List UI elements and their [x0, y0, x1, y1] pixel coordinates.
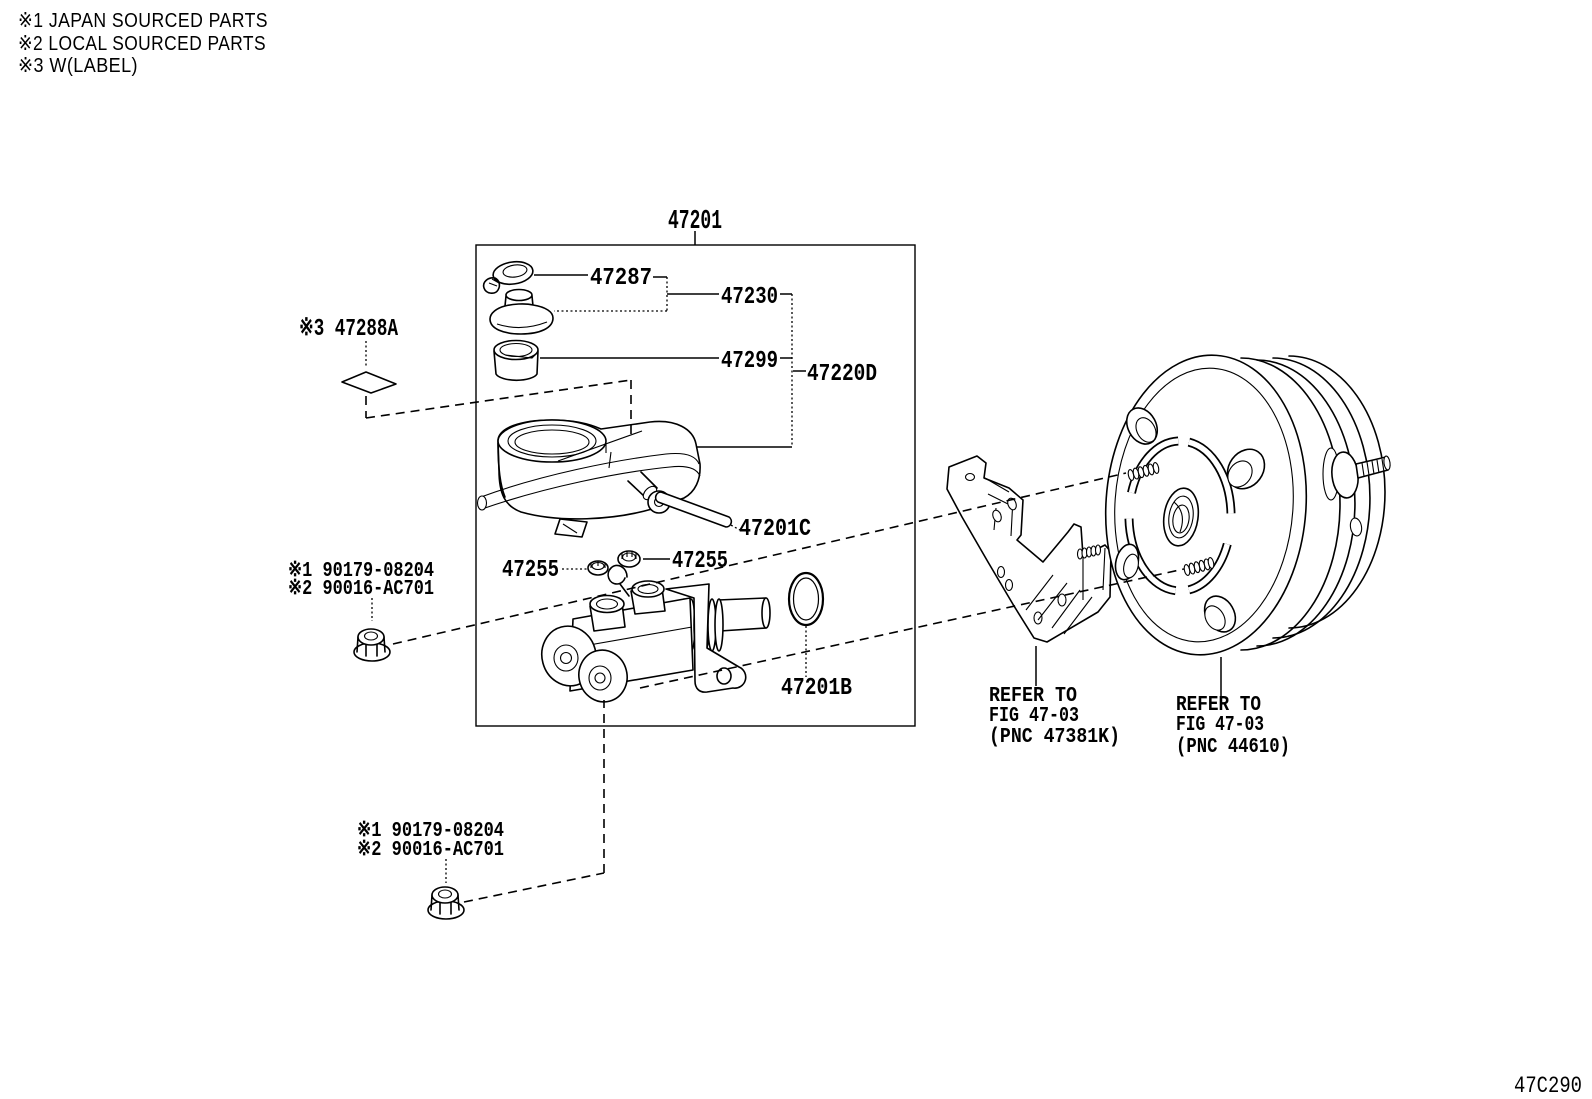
part-label-47201[interactable]: 47201 [668, 207, 722, 237]
part-label-47220D[interactable]: 47220D [807, 361, 877, 388]
nut-lower-label-line1[interactable]: ※1 90179-08204 [357, 819, 504, 843]
bracket-ref-line2[interactable]: FIG 47-03 [989, 705, 1079, 728]
bracket-ref-line3[interactable]: (PNC 47381K) [989, 726, 1120, 749]
legend-line-1: ※1 JAPAN SOURCED PARTS [18, 10, 268, 32]
nut-upper-label-line1[interactable]: ※1 90179-08204 [288, 559, 434, 583]
o-ring [787, 571, 825, 627]
booster-ref-line2[interactable]: FIG 47-03 [1176, 714, 1264, 737]
part-label-47287[interactable]: 47287 [590, 265, 652, 292]
part-label-47299[interactable]: 47299 [721, 348, 778, 375]
booster-ref-line1[interactable]: REFER TO [1176, 694, 1261, 717]
legend: ※1 JAPAN SOURCED PARTS ※2 LOCAL SOURCED … [18, 10, 268, 77]
brake-fluid-reservoir [476, 419, 701, 538]
bracket-ref-line1[interactable]: REFER TO [989, 685, 1077, 708]
leader-lines [534, 274, 1222, 696]
reference-notes: REFER TO FIG 47-03 (PNC 47381K) REFER TO… [989, 685, 1290, 759]
master-cylinder [540, 564, 771, 703]
part-label-47255-right[interactable]: 47255 [672, 548, 728, 575]
grommet-left [587, 560, 609, 576]
dotted-leader-lines [365, 277, 807, 883]
booster-stud-upper [1127, 462, 1160, 481]
nut-upper-label-line2[interactable]: ※2 90016-AC701 [288, 577, 434, 601]
legend-line-3: ※3 W(LABEL) [18, 55, 138, 77]
hardware-labels: ※1 90179-08204 ※2 90016-AC701 ※1 90179-0… [288, 559, 504, 862]
part-label-47201B[interactable]: 47201B [781, 675, 852, 702]
booster-stud-lower [1183, 557, 1215, 576]
nut-lower-label-line2[interactable]: ※2 90016-AC701 [357, 838, 504, 862]
legend-line-2: ※2 LOCAL SOURCED PARTS [18, 33, 266, 55]
part-label-47201C[interactable]: 47201C [739, 516, 811, 543]
reservoir-pin [654, 491, 733, 528]
reservoir-float-seal [482, 260, 534, 294]
booster-ref-line3[interactable]: (PNC 44610) [1176, 736, 1290, 759]
part-label-47288A[interactable]: ※3 47288A [299, 316, 398, 343]
caution-label-sticker [341, 371, 397, 394]
mounting-nut-lower [427, 886, 465, 920]
part-labels: 47201 47287 47230 47299 47220D ※3 47288A… [299, 207, 877, 702]
reservoir-strainer [493, 339, 539, 382]
assembly-box [475, 231, 916, 727]
part-label-47255-left[interactable]: 47255 [502, 557, 559, 584]
booster-mount-holes [1114, 407, 1266, 633]
reservoir-cap [489, 288, 554, 335]
booster-hub [1162, 487, 1200, 547]
booster-slots [1124, 436, 1236, 596]
bracket-stud [1076, 544, 1102, 560]
grommet-right [617, 550, 641, 568]
part-label-47230[interactable]: 47230 [721, 284, 778, 311]
mounting-nut-upper [353, 628, 391, 662]
figure-code: 47C290 [1514, 1073, 1582, 1099]
booster-bracket [946, 455, 1112, 643]
booster-push-rod [1322, 447, 1391, 537]
assembly-dashed-lines [365, 379, 1185, 903]
brake-booster [1104, 354, 1391, 656]
